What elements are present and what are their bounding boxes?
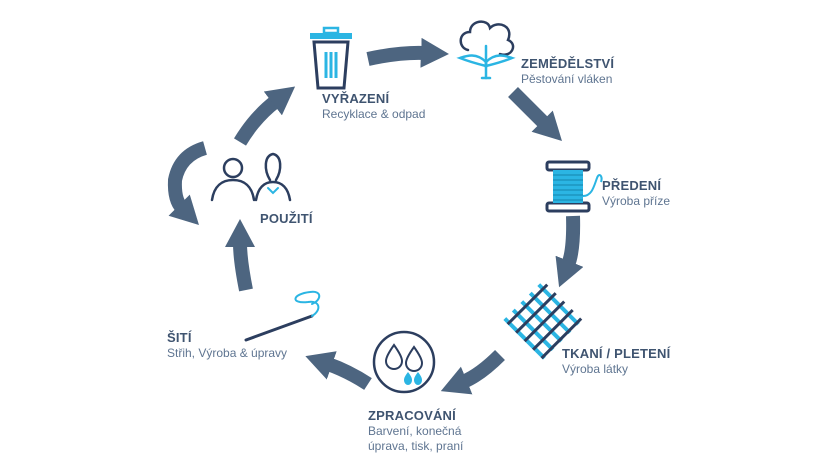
stage-use: POUŽITÍ (260, 211, 313, 227)
stage-processing: ZPRACOVÁNÍ Barvení, konečná úprava, tisk… (368, 408, 463, 454)
arrow-farming-to-spinning (508, 87, 562, 141)
arrow-processing-to-sewing (305, 351, 372, 390)
woven-fabric-icon (503, 280, 583, 360)
stage-spinning-subtitle: Výroba příze (602, 194, 671, 209)
stage-disposal: VYŘAZENÍ Recyklace & odpad (322, 91, 425, 122)
stage-sewing-subtitle: Střih, Výroba & úpravy (167, 346, 288, 361)
stage-processing-subtitle-1: Barvení, konečná (368, 424, 462, 439)
arrow-use-to-disposal (233, 86, 296, 146)
trash-can-icon (310, 26, 352, 90)
stage-use-title: POUŽITÍ (260, 211, 313, 226)
stage-disposal-title: VYŘAZENÍ (322, 91, 390, 106)
stage-processing-subtitle-2: úprava, tisk, praní (368, 439, 464, 454)
stage-spinning-title: PŘEDENÍ (602, 178, 662, 193)
water-drops-icon (372, 330, 436, 394)
arrow-spinning-to-weaving (555, 215, 584, 288)
stage-sewing-title: ŠITÍ (167, 330, 192, 345)
stage-weaving-subtitle: Výroba látky (562, 362, 629, 377)
arrow-sewing-to-use (225, 219, 256, 292)
stage-farming-subtitle: Pěstování vláken (521, 72, 613, 87)
stage-spinning: PŘEDENÍ Výroba příze (602, 178, 670, 209)
arrow-disposal-to-farming (366, 37, 449, 68)
stage-sewing: ŠITÍ Střih, Výroba & úpravy (167, 330, 287, 361)
yarn-spool-icon (545, 160, 603, 213)
people-icon (210, 152, 292, 202)
stage-farming: ZEMĚDĚLSTVÍ Pěstování vláken (521, 56, 614, 87)
stage-weaving: TKANÍ / PLETENÍ Výroba látky (562, 346, 670, 377)
needle-thread-icon (244, 290, 321, 342)
stage-disposal-subtitle: Recyklace & odpad (322, 107, 426, 122)
cotton-plant-icon (456, 20, 516, 80)
arrow-use-loop (167, 141, 208, 225)
stage-farming-title: ZEMĚDĚLSTVÍ (521, 56, 615, 71)
stage-weaving-title: TKANÍ / PLETENÍ (562, 346, 671, 361)
arrow-weaving-to-processing (440, 350, 505, 395)
stage-processing-title: ZPRACOVÁNÍ (368, 408, 456, 423)
